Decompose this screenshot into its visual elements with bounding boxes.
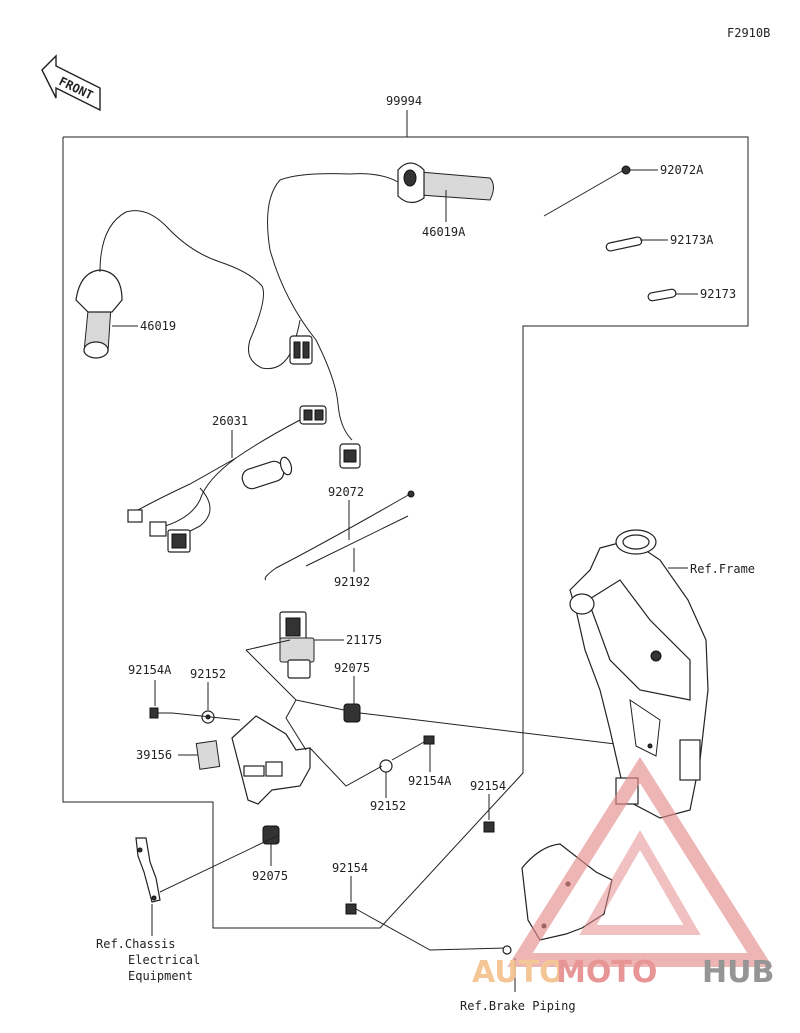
ref-frame: Ref.Frame xyxy=(690,562,755,576)
grip-heater-right xyxy=(397,162,494,204)
label-92152-left: 92152 xyxy=(190,667,226,681)
label-92192: 92192 xyxy=(334,575,370,589)
chassis-bracket xyxy=(135,837,161,903)
clamp-92173 xyxy=(647,288,677,302)
watermark-moto: MOTO xyxy=(556,955,657,990)
label-46019: 46019 xyxy=(140,319,176,333)
label-92154A-right: 92154A xyxy=(408,774,452,788)
front-arrow-icon: FRONT xyxy=(41,54,101,112)
label-92075-bottom: 92075 xyxy=(252,869,288,883)
label-92173A: 92173A xyxy=(670,233,714,247)
watermark-auto: AUTO xyxy=(472,955,565,990)
label-92173: 92173 xyxy=(700,287,736,301)
grommet-92075-top xyxy=(343,703,361,723)
cable-tie-92072A xyxy=(543,165,631,217)
ref-chassis-line1: Ref.Chassis xyxy=(96,937,175,951)
controller-21175 xyxy=(279,611,315,679)
label-92154A-left: 92154A xyxy=(128,663,172,677)
bolt-92154A-right xyxy=(391,735,435,761)
ref-chassis-line3: Equipment xyxy=(128,969,193,983)
label-26031: 26031 xyxy=(212,414,248,428)
frame-section xyxy=(569,529,709,819)
grip-harness xyxy=(99,173,399,469)
kit-boundary xyxy=(62,110,749,929)
label-21175: 21175 xyxy=(346,633,382,647)
figure-code: F2910B xyxy=(727,26,770,40)
label-92075-top: 92075 xyxy=(334,661,370,675)
routing-lines xyxy=(159,649,649,951)
ref-chassis-line2: Electrical xyxy=(128,953,200,967)
band-92192 xyxy=(305,515,409,567)
watermark-hub: HUB xyxy=(702,955,774,990)
sub-harness-26031 xyxy=(127,405,327,553)
label-92072: 92072 xyxy=(328,485,364,499)
cable-tie-92072 xyxy=(264,490,415,581)
label-92154-right: 92154 xyxy=(470,779,506,793)
bracket-assembly xyxy=(195,715,311,805)
clamp-92173A xyxy=(605,236,643,252)
label-92072A: 92072A xyxy=(660,163,704,177)
grip-heater-left xyxy=(75,269,123,359)
label-92154-bottom: 92154 xyxy=(332,861,368,875)
bolt-92154-bottom xyxy=(345,903,357,915)
ref-brake: Ref.Brake Piping xyxy=(460,999,576,1013)
bolt-92154A-left xyxy=(149,707,172,719)
label-92152-right: 92152 xyxy=(370,799,406,813)
watermark-logo: AUTO MOTO HUB xyxy=(472,756,774,990)
label-39156: 39156 xyxy=(136,748,172,762)
bolt-92154-right xyxy=(483,821,495,833)
label-99994: 99994 xyxy=(386,94,422,108)
label-46019A: 46019A xyxy=(422,225,466,239)
